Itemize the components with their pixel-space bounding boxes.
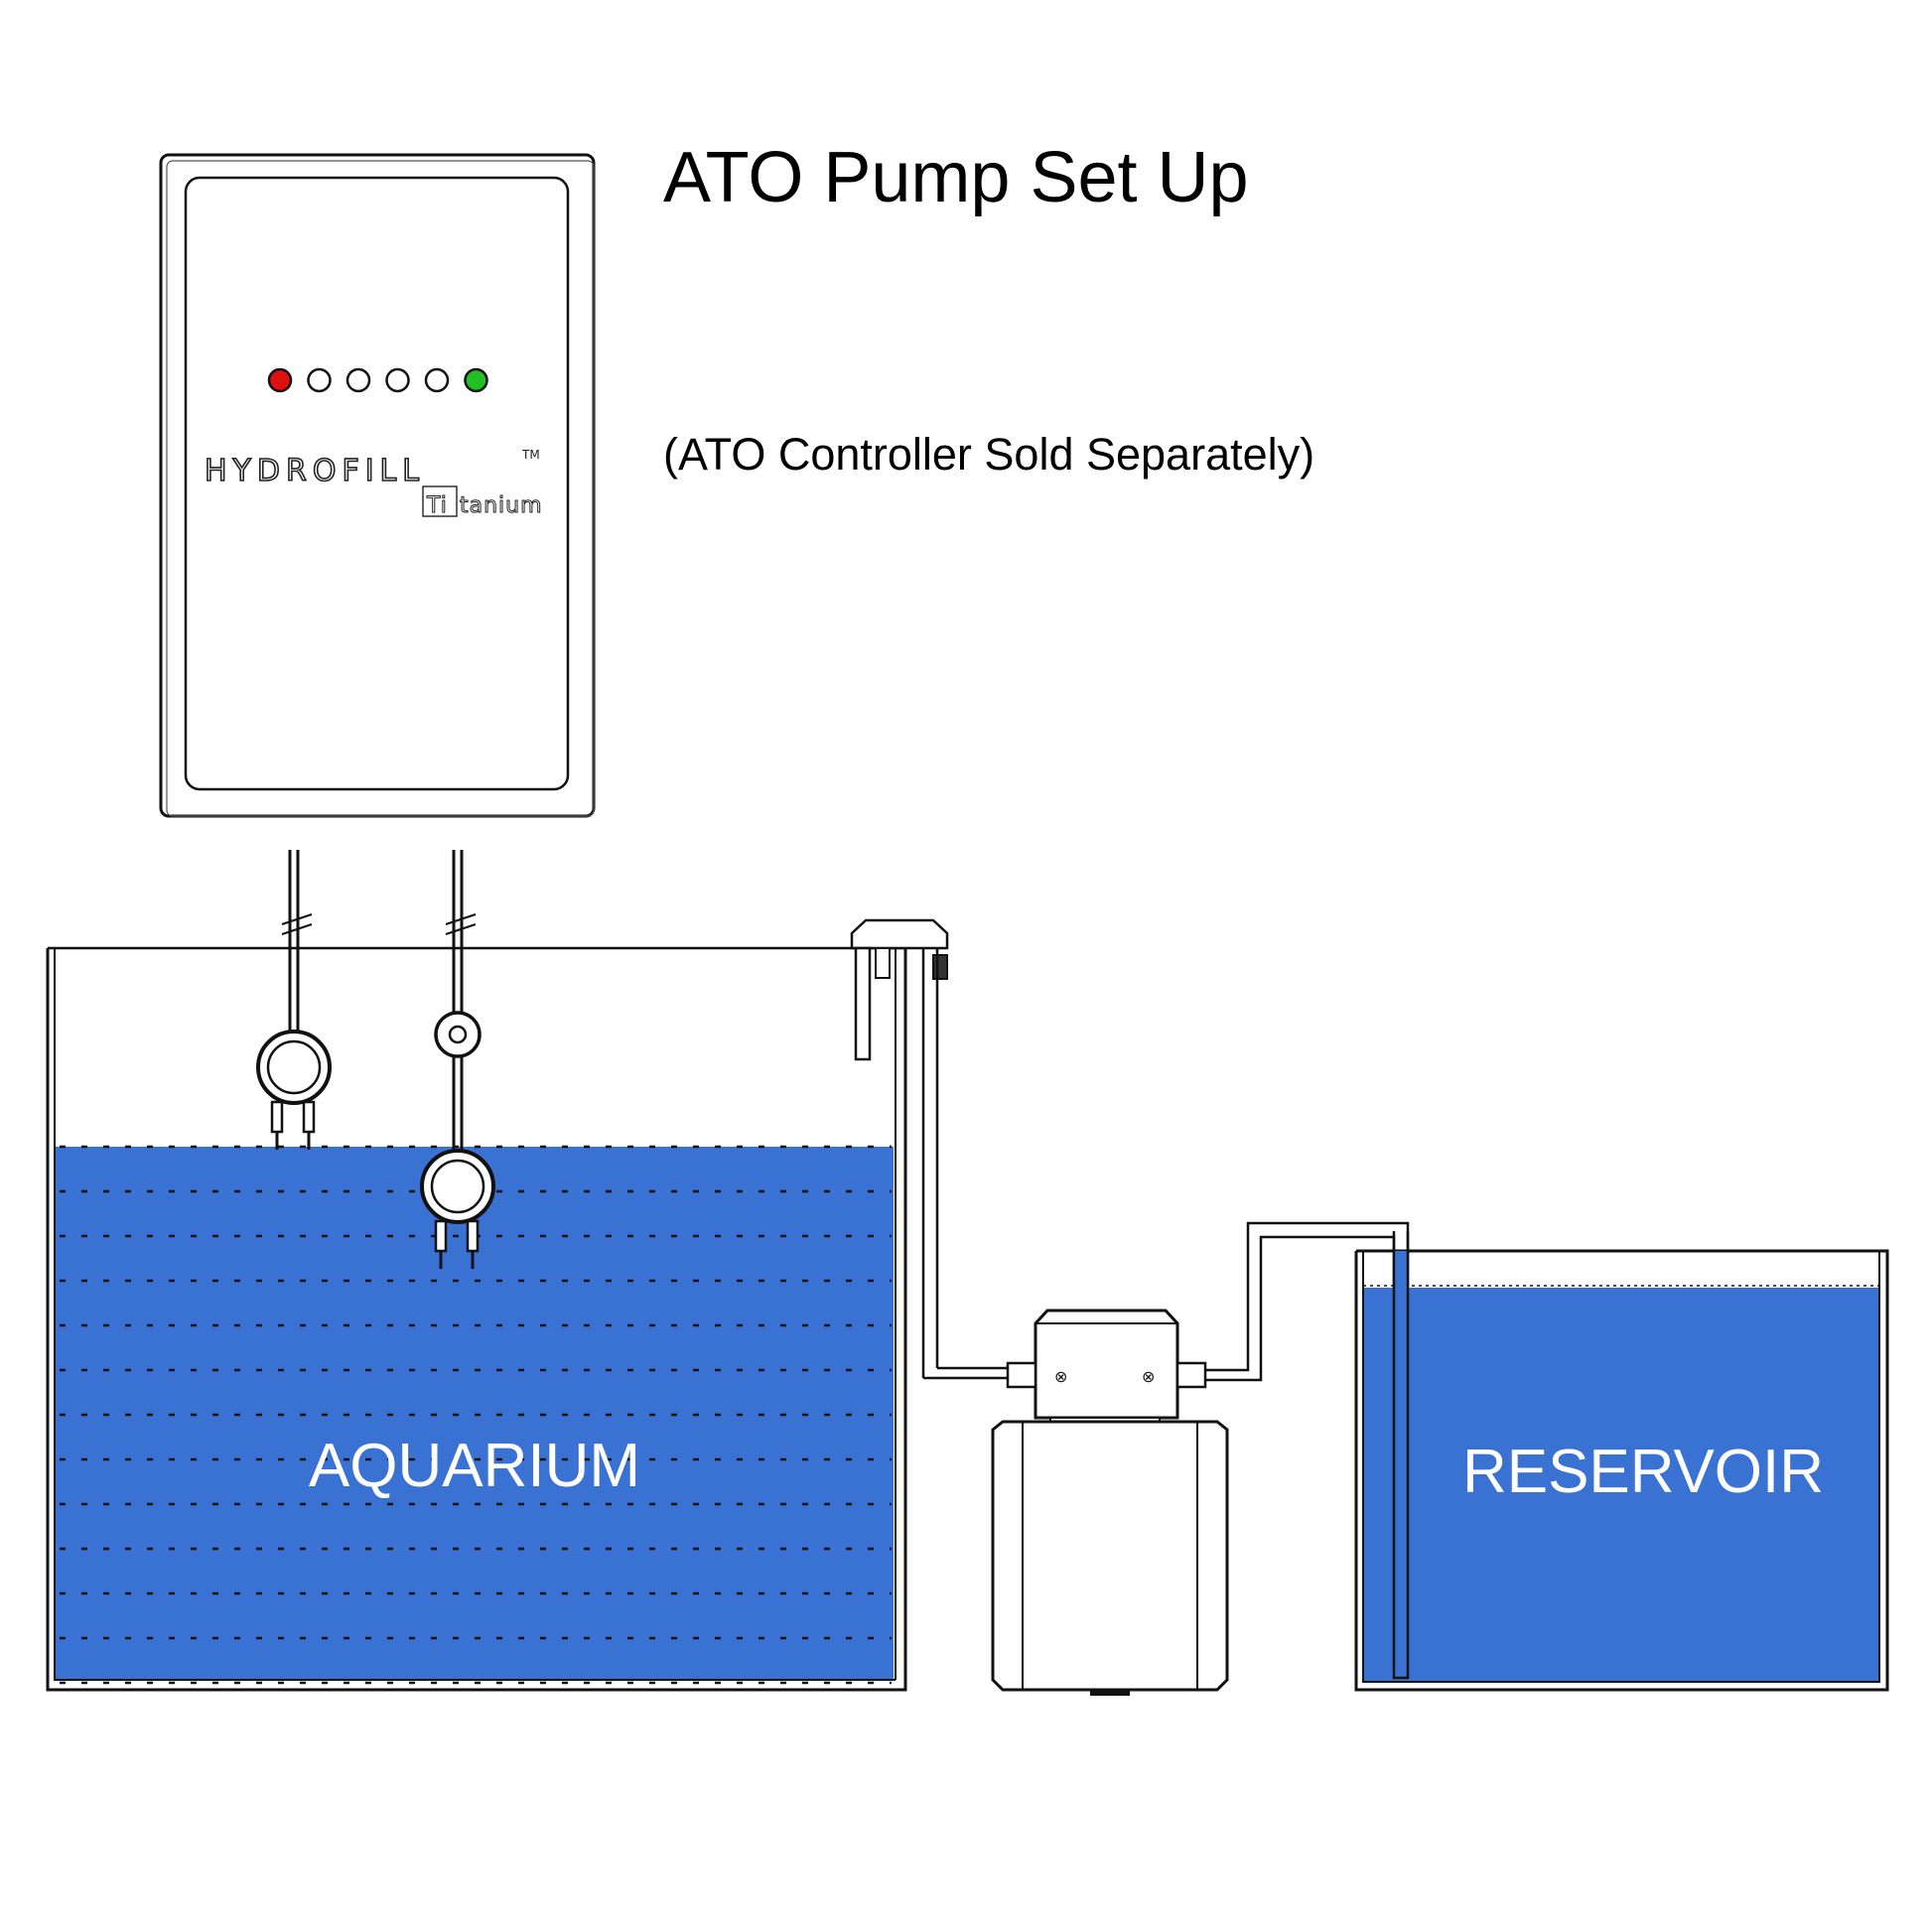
status-led-off [307,367,332,393]
reservoir-tank: RESERVOIR [1354,1231,1889,1692]
status-led-red [267,367,293,393]
status-led-row [267,367,488,393]
status-led-off [345,367,371,393]
pump-outlet-icon: ⊗ [1142,1367,1155,1386]
reservoir-water [1363,1288,1879,1682]
float-sensor-2 [420,850,495,1269]
brand-logo: HYDROFILL [205,454,425,488]
model-symbol: Ti [426,493,448,518]
aquarium-tank: AQUARIUM [46,946,907,1692]
reservoir-label: RESERVOIR [1462,1438,1824,1506]
ato-controller: HYDROFILL TM Ti tanium [159,153,596,818]
ti-badge-icon [422,485,458,517]
float-sensor-1 [256,850,332,1150]
trademark-mark: TM [521,448,540,462]
status-led-off [424,367,450,393]
page-title: ATO Pump Set Up [663,138,1249,217]
model-name: tanium [460,493,543,518]
output-tubing [923,1366,1008,1380]
status-led-off [385,367,410,393]
tube-holder-clip [850,918,949,1378]
aquarium-label: AQUARIUM [309,1432,640,1500]
ato-pump: ⊗ ⊗ [991,1309,1229,1696]
pump-inlet-icon: ⊗ [1054,1367,1067,1386]
page-subtitle: (ATO Controller Sold Separately) [663,429,1315,480]
status-led-green [464,367,488,393]
